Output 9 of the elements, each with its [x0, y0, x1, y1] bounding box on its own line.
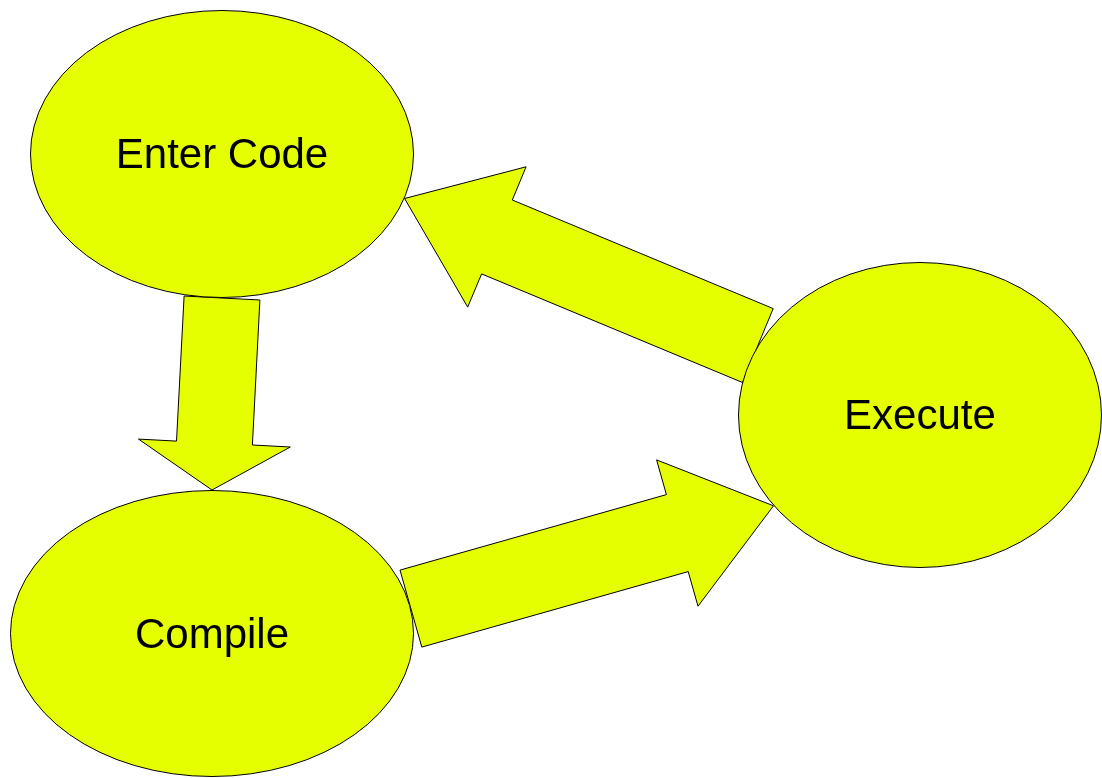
process-ellipse: [30, 10, 414, 298]
block-arrow: [138, 295, 291, 491]
block-arrow: [404, 166, 774, 383]
node-label: Compile: [134, 609, 290, 658]
block-arrow: [399, 459, 774, 648]
process-ellipse: [738, 262, 1102, 568]
node-label: Enter Code: [115, 130, 329, 178]
node-label: Execute: [844, 391, 996, 439]
process-ellipse: [10, 490, 414, 777]
